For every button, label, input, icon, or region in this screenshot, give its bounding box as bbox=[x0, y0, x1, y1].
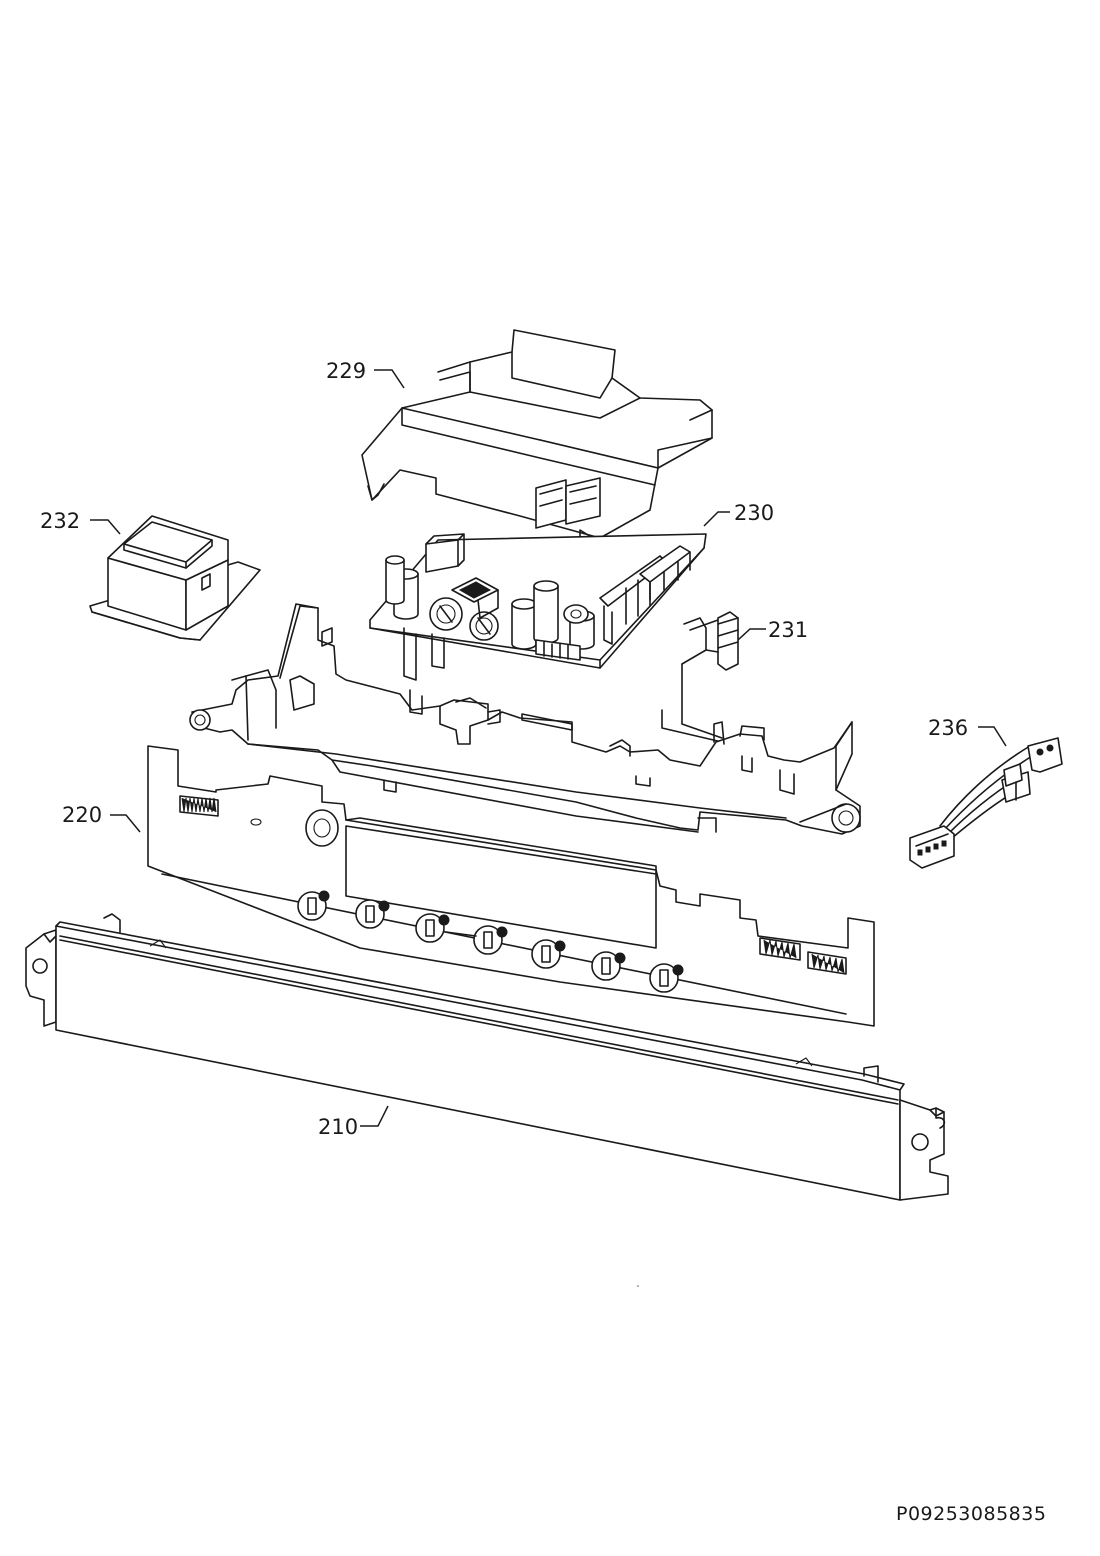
chassis-frame bbox=[189, 603, 861, 835]
label-229: 229 bbox=[326, 359, 366, 383]
drawing-code: P09253085835 bbox=[896, 1503, 1046, 1525]
label-232: 232 bbox=[40, 509, 80, 533]
part-210-front-panel bbox=[25, 913, 949, 1201]
part-236-wiring-harness bbox=[909, 737, 1063, 869]
part-231-bracket bbox=[661, 611, 739, 743]
part-232-transformer bbox=[89, 515, 261, 641]
capacitor-cluster bbox=[385, 555, 595, 650]
push-button-row bbox=[297, 890, 684, 993]
label-220: 220 bbox=[62, 803, 102, 827]
stray-dot bbox=[637, 1285, 639, 1287]
part-220-control-board bbox=[147, 745, 875, 1027]
part-230-power-board bbox=[369, 533, 707, 681]
leader-lines bbox=[90, 369, 1007, 1127]
label-236: 236 bbox=[928, 716, 968, 740]
label-210: 210 bbox=[318, 1115, 358, 1139]
label-231: 231 bbox=[768, 618, 808, 642]
label-230: 230 bbox=[734, 501, 774, 525]
